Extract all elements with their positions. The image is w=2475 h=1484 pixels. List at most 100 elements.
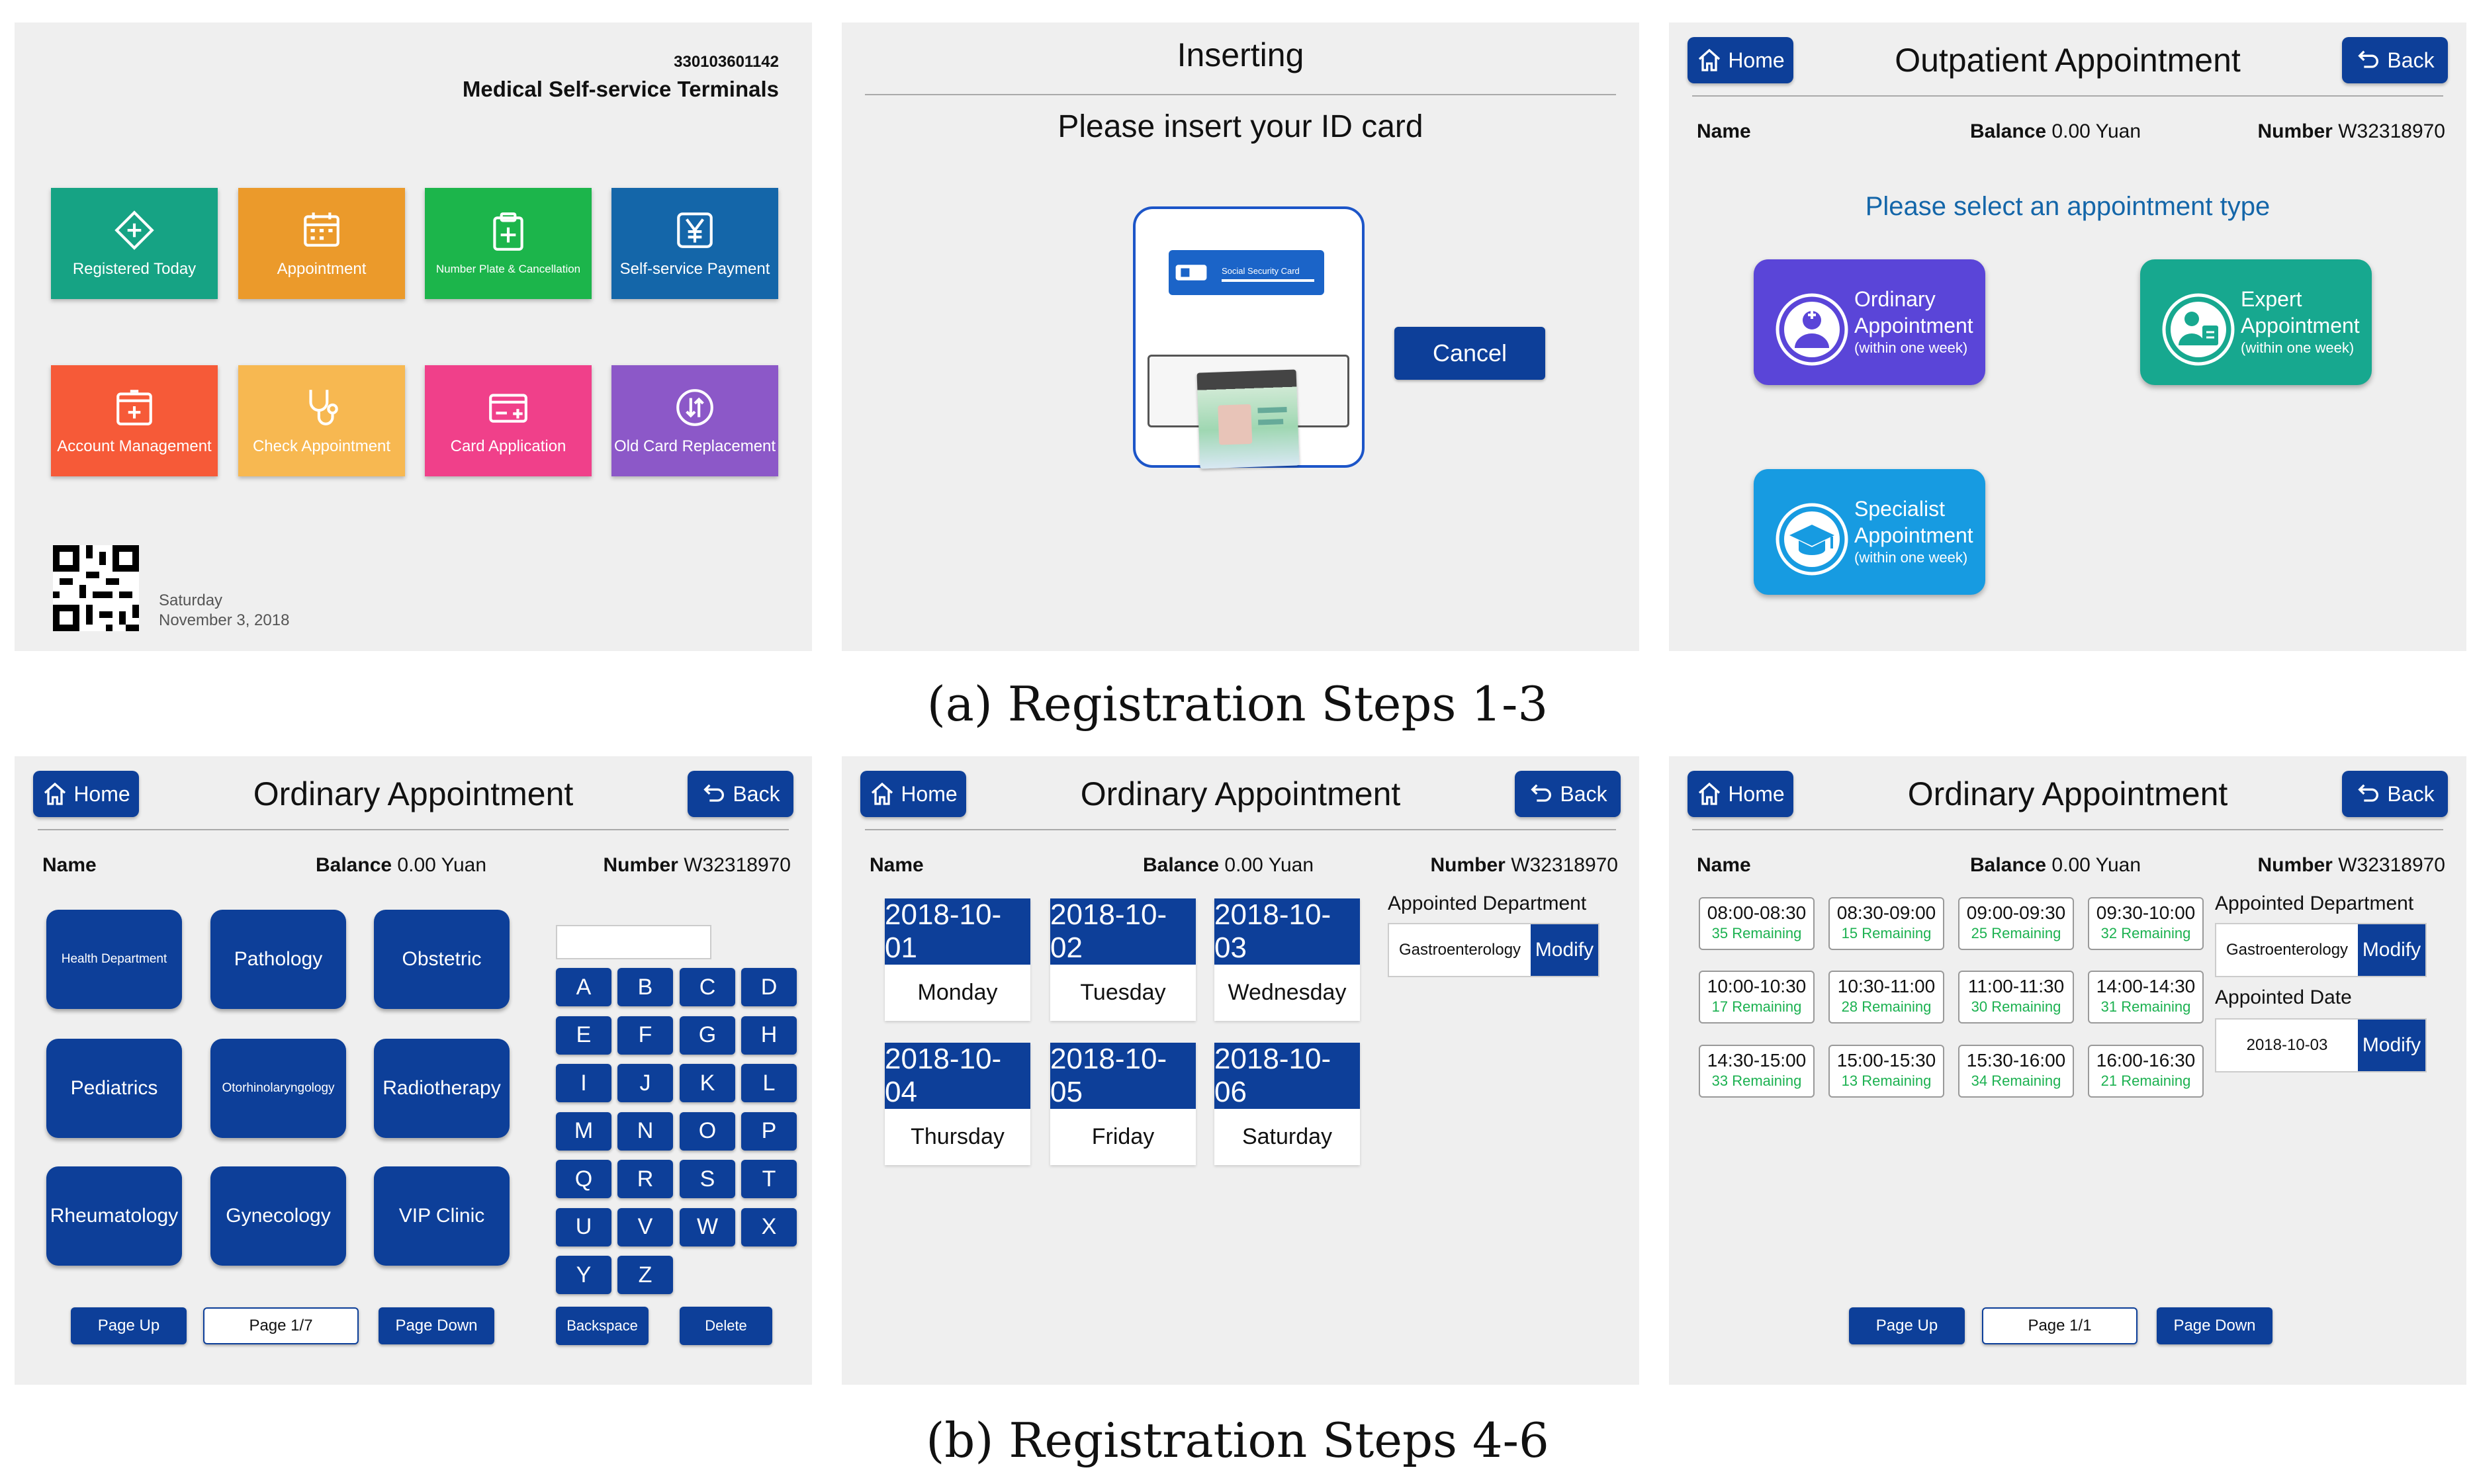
key-b[interactable]: B bbox=[617, 968, 673, 1006]
key-k[interactable]: K bbox=[680, 1064, 735, 1102]
time-range: 08:30-09:00 bbox=[1836, 902, 1936, 923]
department-otorhinolaryngology[interactable]: Otorhinolaryngology bbox=[210, 1039, 346, 1138]
key-x[interactable]: X bbox=[741, 1207, 797, 1246]
page-down-button[interactable]: Page Down bbox=[379, 1307, 494, 1344]
key-g[interactable]: G bbox=[680, 1016, 735, 1055]
tile-registered-today[interactable]: Registered Today bbox=[51, 188, 218, 299]
key-i[interactable]: I bbox=[556, 1064, 611, 1102]
tile-self-service-payment[interactable]: Self-service Payment bbox=[611, 188, 778, 299]
key-l[interactable]: L bbox=[741, 1064, 797, 1102]
tile-number-plate-cancellation[interactable]: Number Plate & Cancellation bbox=[425, 188, 592, 299]
department-rheumatology[interactable]: Rheumatology bbox=[46, 1166, 182, 1266]
yen-icon bbox=[673, 208, 717, 252]
department-radiotherapy[interactable]: Radiotherapy bbox=[374, 1039, 510, 1138]
department-health-department[interactable]: Health Department bbox=[46, 910, 182, 1009]
date-value: 2018-10-05 bbox=[1050, 1043, 1196, 1109]
key-j[interactable]: J bbox=[617, 1064, 673, 1102]
key-w[interactable]: W bbox=[680, 1207, 735, 1246]
key-e[interactable]: E bbox=[556, 1016, 611, 1055]
tile-check-appointment[interactable]: Check Appointment bbox=[238, 365, 405, 476]
page-title: Ordinary Appointment bbox=[1080, 775, 1401, 812]
key-n[interactable]: N bbox=[617, 1112, 673, 1151]
tile-label: Check Appointment bbox=[252, 437, 391, 455]
page-up-button[interactable]: Page Up bbox=[71, 1307, 187, 1344]
time-range: 08:00-08:30 bbox=[1707, 902, 1807, 923]
home-button[interactable]: Home bbox=[860, 771, 966, 817]
key-r[interactable]: R bbox=[617, 1160, 673, 1198]
key-u[interactable]: U bbox=[556, 1207, 611, 1246]
key-p[interactable]: P bbox=[741, 1112, 797, 1151]
appointed-department-field: Gastroenterology Modify bbox=[2215, 923, 2427, 977]
key-d[interactable]: D bbox=[741, 968, 797, 1006]
home-button[interactable]: Home bbox=[33, 771, 139, 817]
tile-appointment[interactable]: Appointment bbox=[238, 188, 405, 299]
number-field: Number W32318970 bbox=[2257, 854, 2446, 876]
key-z[interactable]: Z bbox=[617, 1256, 673, 1294]
key-f[interactable]: F bbox=[617, 1016, 673, 1055]
department-gynecology[interactable]: Gynecology bbox=[210, 1166, 346, 1266]
modify-button[interactable]: Modify bbox=[1531, 924, 1598, 976]
delete-button[interactable]: Delete bbox=[680, 1307, 772, 1345]
tile-old-card-replacement[interactable]: Old Card Replacement bbox=[611, 365, 778, 476]
key-s[interactable]: S bbox=[680, 1160, 735, 1198]
key-v[interactable]: V bbox=[617, 1207, 673, 1246]
date-full: November 3, 2018 bbox=[159, 611, 290, 629]
tile-account-management[interactable]: Account Management bbox=[51, 365, 218, 476]
key-m[interactable]: M bbox=[556, 1112, 611, 1151]
time-range: 16:00-16:30 bbox=[2096, 1050, 2196, 1070]
search-input[interactable] bbox=[556, 925, 711, 959]
department-vip-clinic[interactable]: VIP Clinic bbox=[374, 1166, 510, 1266]
home-button[interactable]: Home bbox=[1688, 37, 1793, 83]
department-pathology[interactable]: Pathology bbox=[210, 910, 346, 1009]
department-pediatrics[interactable]: Pediatrics bbox=[46, 1039, 182, 1138]
back-button[interactable]: Back bbox=[2342, 771, 2448, 817]
tile-card-application[interactable]: Card Application bbox=[425, 365, 592, 476]
page-down-button[interactable]: Page Down bbox=[2157, 1307, 2272, 1344]
insert-prompt: Please insert your ID card bbox=[1058, 109, 1423, 144]
home-button[interactable]: Home bbox=[1688, 771, 1793, 817]
calendar-icon bbox=[300, 208, 343, 252]
key-c[interactable]: C bbox=[680, 968, 735, 1006]
name-field: Name bbox=[42, 854, 97, 876]
back-button[interactable]: Back bbox=[2342, 37, 2448, 83]
graduation-cap-icon bbox=[1775, 502, 1849, 576]
expert-badge-icon bbox=[2161, 292, 2235, 367]
modify-department-button[interactable]: Modify bbox=[2358, 924, 2425, 976]
modify-date-button[interactable]: Modify bbox=[2358, 1020, 2425, 1071]
cancel-button[interactable]: Cancel bbox=[1394, 327, 1545, 380]
back-button[interactable]: Back bbox=[688, 771, 793, 817]
key-h[interactable]: H bbox=[741, 1016, 797, 1055]
backspace-button[interactable]: Backspace bbox=[556, 1307, 649, 1345]
key-y[interactable]: Y bbox=[556, 1256, 611, 1294]
key-q[interactable]: Q bbox=[556, 1160, 611, 1198]
home-label: Home bbox=[1728, 781, 1785, 806]
page-up-button[interactable]: Page Up bbox=[1849, 1307, 1965, 1344]
department-obstetric[interactable]: Obstetric bbox=[374, 910, 510, 1009]
key-t[interactable]: T bbox=[741, 1160, 797, 1198]
appointed-date-label: Appointed Date bbox=[2215, 986, 2352, 1008]
key-a[interactable]: A bbox=[556, 968, 611, 1006]
key-o[interactable]: O bbox=[680, 1112, 735, 1151]
back-button[interactable]: Back bbox=[1515, 771, 1621, 817]
